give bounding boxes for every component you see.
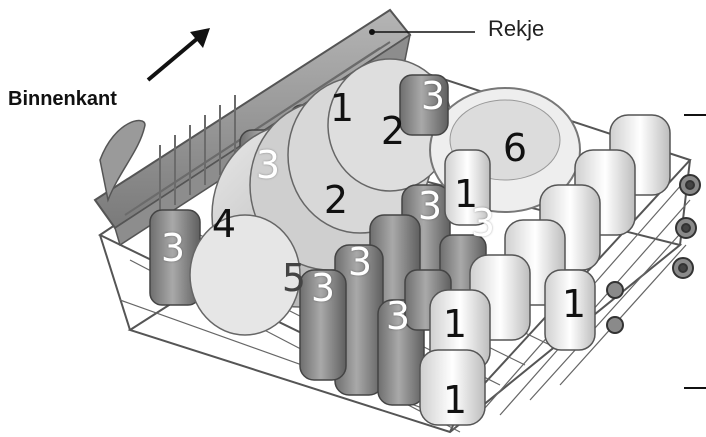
number-cup-top: 3	[420, 74, 446, 118]
rack-label: Rekje	[488, 16, 545, 41]
number-mug-front-low: 3	[385, 294, 411, 338]
number-mug-left-rack: 3	[255, 143, 281, 187]
number-plates-front: 2	[323, 178, 349, 222]
number-glass-right: 1	[561, 282, 587, 326]
number-mug-center-tall: 3	[417, 184, 443, 228]
glasses-right-row	[419, 114, 671, 426]
number-glass-behind-plates: 1	[329, 86, 355, 130]
basket-wheels	[606, 174, 701, 334]
number-mug-front-left: 3	[347, 240, 373, 284]
number-mug-front-mid: 3	[310, 266, 336, 310]
number-plates-back: 2	[380, 109, 406, 153]
number-glass-front-bottom: 1	[442, 378, 468, 422]
serving-spoon	[99, 119, 146, 203]
number-mug-left-front: 3	[160, 226, 186, 270]
inner-side-label: Binnenkant	[8, 88, 117, 110]
number-serving-bowl: 6	[502, 126, 528, 170]
arrow-up-right-icon	[146, 28, 210, 82]
number-large-plate: 4	[211, 202, 237, 246]
mugs-center	[299, 74, 487, 406]
number-glass-center: 1	[453, 172, 479, 216]
number-mug-center-back: 3	[470, 201, 496, 245]
number-glass-front: 1	[442, 302, 468, 346]
number-saucer-small: 5	[281, 256, 307, 300]
